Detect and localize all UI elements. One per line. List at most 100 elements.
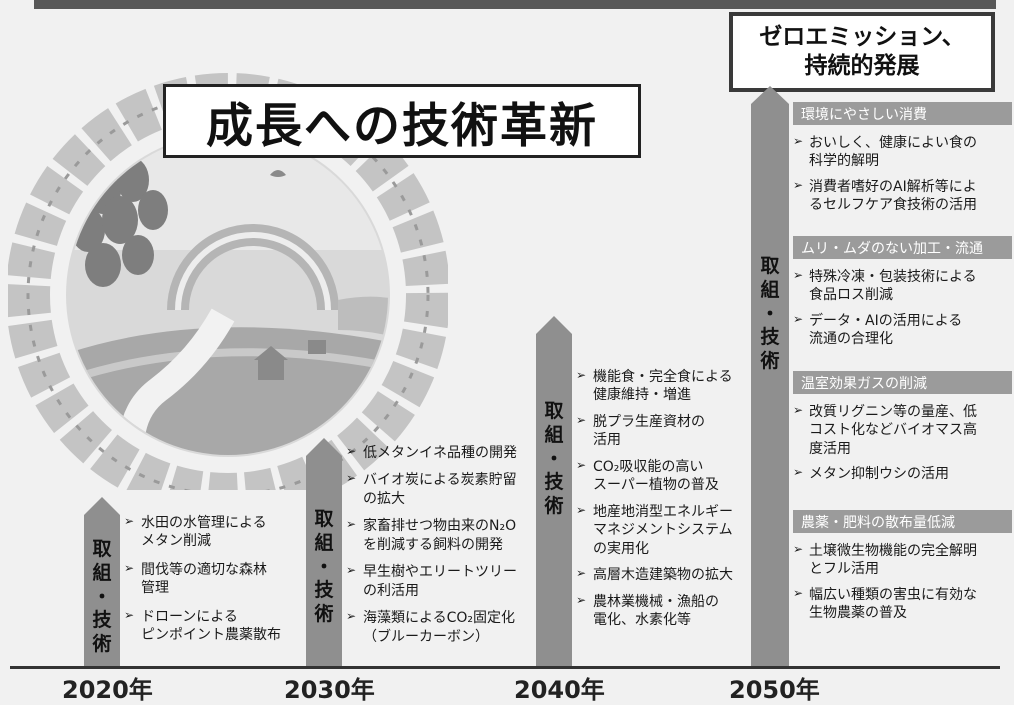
arrow-2040 <box>536 316 572 667</box>
item-line: 食品ロス削減 <box>809 287 893 304</box>
list-item: 高層木造建築物の拡大 <box>576 566 756 584</box>
timeline-axis <box>10 666 1000 669</box>
category-header: 温室効果ガスの削減 <box>793 371 1012 394</box>
item-line: 健康維持・増進 <box>593 387 691 404</box>
list-item: おいしく、健康によい食の 科学的解明 <box>793 134 1012 171</box>
item-line: 電化、水素化等 <box>593 612 691 629</box>
label-char: 取 <box>544 400 564 422</box>
list-item: 機能食・完全食による 健康維持・増進 <box>576 368 756 405</box>
item-line: を削減する飼料の開発 <box>363 536 503 553</box>
label-char: 技 <box>92 609 112 632</box>
item-line: バイオ炭による炭素貯留 <box>363 472 517 489</box>
item-line: 地産地消型エネルギー <box>593 503 733 520</box>
item-line: 家畜排せつ物由来のN₂O <box>363 518 517 535</box>
item-line: 機能食・完全食による <box>593 369 733 385</box>
item-line: 度活用 <box>809 440 851 457</box>
list-item: 地産地消型エネルギー マネジメントシステム の実用化 <box>576 503 756 558</box>
item-line: の実用化 <box>593 540 649 557</box>
label-char: 術 <box>92 633 112 655</box>
item-line: 幅広い種類の害虫に有効な <box>809 586 977 603</box>
label-2050: 取 組 ・ 技 術 <box>753 255 787 374</box>
houses <box>254 340 326 380</box>
label-char: 取 <box>760 255 780 277</box>
goal-box: ゼロエミッション、 持続的発展 <box>729 12 995 92</box>
top-bar <box>34 0 996 9</box>
label-char: ・ <box>314 555 334 578</box>
item-line: 農林業機械・漁船の <box>593 593 719 610</box>
year-label: 2050年 <box>729 676 820 704</box>
category-header: ムリ・ムダのない加工・流通 <box>793 236 1012 259</box>
item-line: メタン抑制ウシの活用 <box>809 466 949 483</box>
list-item: メタン抑制ウシの活用 <box>793 465 1012 483</box>
label-char: 組 <box>92 561 112 584</box>
category-header: 環境にやさしい消費 <box>793 102 1012 125</box>
list-item: ドローンによる ピンポイント農薬散布 <box>124 608 304 645</box>
list-item: データ・AIの活用による 流通の合理化 <box>793 312 1012 349</box>
label-char: ・ <box>92 585 112 608</box>
item-line: スーパー植物の普及 <box>593 477 719 494</box>
item-line: 脱プラ生産資材の <box>593 413 705 430</box>
item-line: 早生樹やエリートツリー <box>363 564 517 581</box>
item-line: 消費者嗜好のAI解析等によ <box>809 178 977 195</box>
item-line: とフル活用 <box>809 561 879 578</box>
item-line: 科学的解明 <box>809 153 879 170</box>
item-line: るセルフケア食技術の活用 <box>809 197 977 214</box>
arrow-2030 <box>306 438 342 667</box>
list-item: 幅広い種類の害虫に有効な 生物農薬の普及 <box>793 586 1012 623</box>
label-char: 組 <box>314 531 334 554</box>
year-label: 2030年 <box>284 676 375 704</box>
list-item: 水田の水管理による メタン削減 <box>124 514 304 551</box>
goal-line: ゼロエミッション、 <box>759 24 965 51</box>
list-item: 改質リグニン等の量産、低 コスト化などバイオマス高 度活用 <box>793 403 1012 458</box>
page-title: 成長への技術革新 <box>163 84 641 158</box>
label-2040: 取 組 ・ 技 術 <box>538 400 570 519</box>
item-line: おいしく、健康によい食の <box>809 135 977 151</box>
label-char: ・ <box>760 302 780 325</box>
label-2030: 取 組 ・ 技 術 <box>308 508 340 627</box>
item-line: データ・AIの活用による <box>809 312 963 329</box>
item-line: 水田の水管理による <box>141 515 267 531</box>
item-line: 生物農薬の普及 <box>809 605 907 622</box>
item-line: 特殊冷凍・包装技術による <box>809 269 977 285</box>
category-list: 特殊冷凍・包装技術による 食品ロス削減 データ・AIの活用による 流通の合理化 <box>793 261 1012 349</box>
list-2040: 機能食・完全食による 健康維持・増進 脱プラ生産資材の 活用 CO₂吸収能の高い… <box>576 368 756 630</box>
label-char: 取 <box>92 538 112 560</box>
item-line: コスト化などバイオマス高 <box>809 422 977 439</box>
item-line: CO₂吸収能の高い <box>593 458 704 475</box>
year-label: 2040年 <box>514 676 605 704</box>
arrow-2020 <box>84 497 120 667</box>
category-list: 改質リグニン等の量産、低 コスト化などバイオマス高 度活用 メタン抑制ウシの活用 <box>793 396 1012 484</box>
label-char: 術 <box>544 495 564 517</box>
list-item: CO₂吸収能の高い スーパー植物の普及 <box>576 458 756 495</box>
label-char: 技 <box>760 326 780 349</box>
label-char: 組 <box>544 423 564 446</box>
category-list: 土壌微生物機能の完全解明 とフル活用 幅広い種類の害虫に有効な 生物農薬の普及 <box>793 535 1012 623</box>
list-item: 脱プラ生産資材の 活用 <box>576 413 756 450</box>
item-line: 海藻類によるCO₂固定化 <box>363 610 515 627</box>
list-2030: 低メタンイネ品種の開発 バイオ炭による炭素貯留 の拡大 家畜排せつ物由来のN₂O… <box>346 444 536 646</box>
list-item: 海藻類によるCO₂固定化 （ブルーカーボン） <box>346 609 536 646</box>
list-item: 間伐等の適切な森林 管理 <box>124 561 304 598</box>
label-char: ・ <box>544 447 564 470</box>
list-item: 消費者嗜好のAI解析等によ るセルフケア食技術の活用 <box>793 178 1012 215</box>
list-item: 低メタンイネ品種の開発 <box>346 444 536 462</box>
label-char: 技 <box>314 579 334 602</box>
list-item: 早生樹やエリートツリー の利活用 <box>346 563 536 600</box>
list-item: バイオ炭による炭素貯留 の拡大 <box>346 471 536 508</box>
item-line: 流通の合理化 <box>809 331 893 348</box>
item-line: 改質リグニン等の量産、低 <box>809 404 977 420</box>
label-char: 技 <box>544 471 564 494</box>
list-item: 農林業機械・漁船の 電化、水素化等 <box>576 593 756 630</box>
item-line: の拡大 <box>363 490 405 507</box>
item-line: メタン削減 <box>141 533 211 550</box>
item-line: マネジメントシステム <box>593 522 733 539</box>
list-2020: 水田の水管理による メタン削減 間伐等の適切な森林 管理 ドローンによる ピンポ… <box>124 514 304 645</box>
label-char: 術 <box>760 350 780 372</box>
label-char: 組 <box>760 278 780 301</box>
category-header: 農薬・肥料の散布量低減 <box>793 510 1012 533</box>
item-line: の利活用 <box>363 582 419 599</box>
ring-dots <box>26 93 430 490</box>
label-2020: 取 組 ・ 技 術 <box>86 538 118 657</box>
category-list: おいしく、健康によい食の 科学的解明 消費者嗜好のAI解析等によ るセルフケア食… <box>793 127 1012 215</box>
item-line: （ブルーカーボン） <box>363 628 489 645</box>
